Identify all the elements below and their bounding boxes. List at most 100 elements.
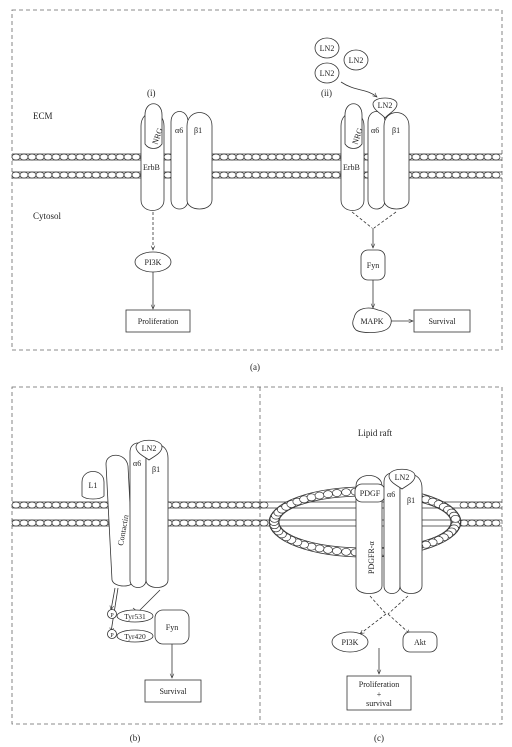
fyn-node-a: Fyn: [360, 249, 386, 281]
pdgfr-alpha-receptor: PDGFR-α: [355, 475, 383, 594]
lipid-bead: [483, 153, 493, 161]
lipid-bead: [67, 153, 77, 161]
lipid-bead: [307, 153, 317, 161]
lipid-bead: [75, 519, 85, 527]
tyr420-site: Tyr420: [116, 629, 154, 643]
lipid-bead: [251, 501, 261, 509]
ln2-ligand-3: LN2: [314, 62, 340, 84]
pdgf-ligand: PDGF: [354, 483, 386, 503]
survival-label-b: Survival: [159, 687, 187, 696]
beta1-label-b: β1: [152, 465, 160, 474]
lipid-bead: [259, 171, 269, 179]
lipid-bead: [491, 501, 501, 509]
caption-b: (b): [130, 733, 141, 743]
pi3k-node-a: PI3K: [134, 251, 172, 273]
lipid-bead: [243, 519, 253, 527]
contactin-protein: Contactin: [105, 454, 135, 587]
lipid-bead: [219, 171, 229, 179]
lipid-bead: [291, 153, 301, 161]
lipid-bead: [467, 519, 477, 527]
integrin-beta1-b: β1: [145, 444, 169, 588]
dash-erbb-fyn: [351, 211, 373, 229]
lipid-bead: [275, 171, 285, 179]
lipid-bead: [27, 153, 37, 161]
beta1-label-ii: β1: [392, 126, 400, 135]
beta1-label-i: β1: [194, 126, 202, 135]
lipid-bead: [83, 171, 93, 179]
lipid-bead: [459, 153, 469, 161]
phospho-p1: P: [107, 609, 117, 619]
prolif-line-2: +: [377, 690, 382, 699]
lipid-bead: [91, 153, 101, 161]
lipid-bead: [315, 171, 325, 179]
lipid-bead: [67, 519, 77, 527]
nrg-ligand-ii: NRG: [344, 103, 365, 149]
lipid-bead: [467, 171, 477, 179]
arrow-to-pi3k-c: [360, 613, 387, 634]
lipid-bead: [27, 501, 37, 509]
lipid-bead: [219, 501, 229, 509]
lipid-bead: [35, 519, 45, 527]
lipid-bead: [59, 171, 69, 179]
alpha6-label-b: α6: [133, 459, 141, 468]
lipid-bead: [19, 501, 29, 509]
lipid-bead: [35, 153, 45, 161]
lipid-bead: [59, 501, 69, 509]
tyr420-label: Tyr420: [124, 632, 146, 641]
lipid-bead: [195, 501, 205, 509]
lipid-bead: [459, 171, 469, 179]
dash-pdgfr-junction: [369, 595, 387, 615]
lipid-bead: [475, 171, 485, 179]
arrow-to-akt: [387, 613, 410, 634]
ln2-label-c: LN2: [395, 473, 410, 482]
lipid-bead: [235, 519, 245, 527]
dash-integrin-fyn: [373, 211, 397, 229]
lipid-bead: [227, 171, 237, 179]
membrane-bc: [11, 501, 502, 527]
lipid-bead: [51, 153, 61, 161]
panel-bc-frame: [11, 386, 503, 725]
integrin-alpha6-ii: α6: [367, 111, 386, 210]
lipid-bead: [11, 153, 21, 161]
inhibit-integrin-tyr531: [137, 589, 161, 613]
lipid-bead: [235, 153, 245, 161]
arrow-ln2-binding: [340, 81, 377, 97]
lipid-bead: [91, 519, 101, 527]
integrin-beta1-i: β1: [186, 112, 213, 210]
lipid-bead: [99, 501, 109, 509]
survival-label-a: Survival: [428, 317, 456, 326]
lipid-bead: [275, 153, 285, 161]
lipid-bead: [451, 171, 461, 179]
lipid-bead: [259, 501, 269, 509]
caption-a: (a): [250, 362, 260, 372]
lipid-bead: [227, 519, 237, 527]
lipid-bead: [203, 519, 213, 527]
raft-bead: [323, 490, 333, 498]
survival-box-a: Survival: [413, 309, 471, 333]
lipid-bead: [51, 519, 61, 527]
pi3k-label-c: PI3K: [342, 638, 359, 647]
integrin-alpha6-b: α6: [129, 442, 147, 588]
lipid-bead: [59, 519, 69, 527]
pdgfr-label: PDGFR-α: [367, 541, 376, 574]
ecm-label: ECM: [33, 111, 53, 121]
lipid-bead: [419, 171, 429, 179]
lipid-bead: [227, 153, 237, 161]
lipid-bead: [331, 171, 341, 179]
lipid-bead: [43, 501, 53, 509]
lipid-bead: [187, 519, 197, 527]
fyn-label-a: Fyn: [367, 261, 379, 270]
ln2-label-3: LN2: [320, 69, 335, 78]
lipid-bead: [419, 153, 429, 161]
raft-bead: [306, 493, 317, 502]
integrin-alpha6-i: α6: [170, 111, 189, 210]
p-label-2: P: [110, 633, 114, 639]
lipid-bead: [483, 519, 493, 527]
lipid-bead: [27, 171, 37, 179]
lipid-bead: [171, 519, 181, 527]
lipid-bead: [299, 171, 309, 179]
lipid-bead: [171, 501, 181, 509]
lipid-bead: [211, 501, 221, 509]
lipid-bead: [323, 171, 333, 179]
lipid-bead: [67, 171, 77, 179]
